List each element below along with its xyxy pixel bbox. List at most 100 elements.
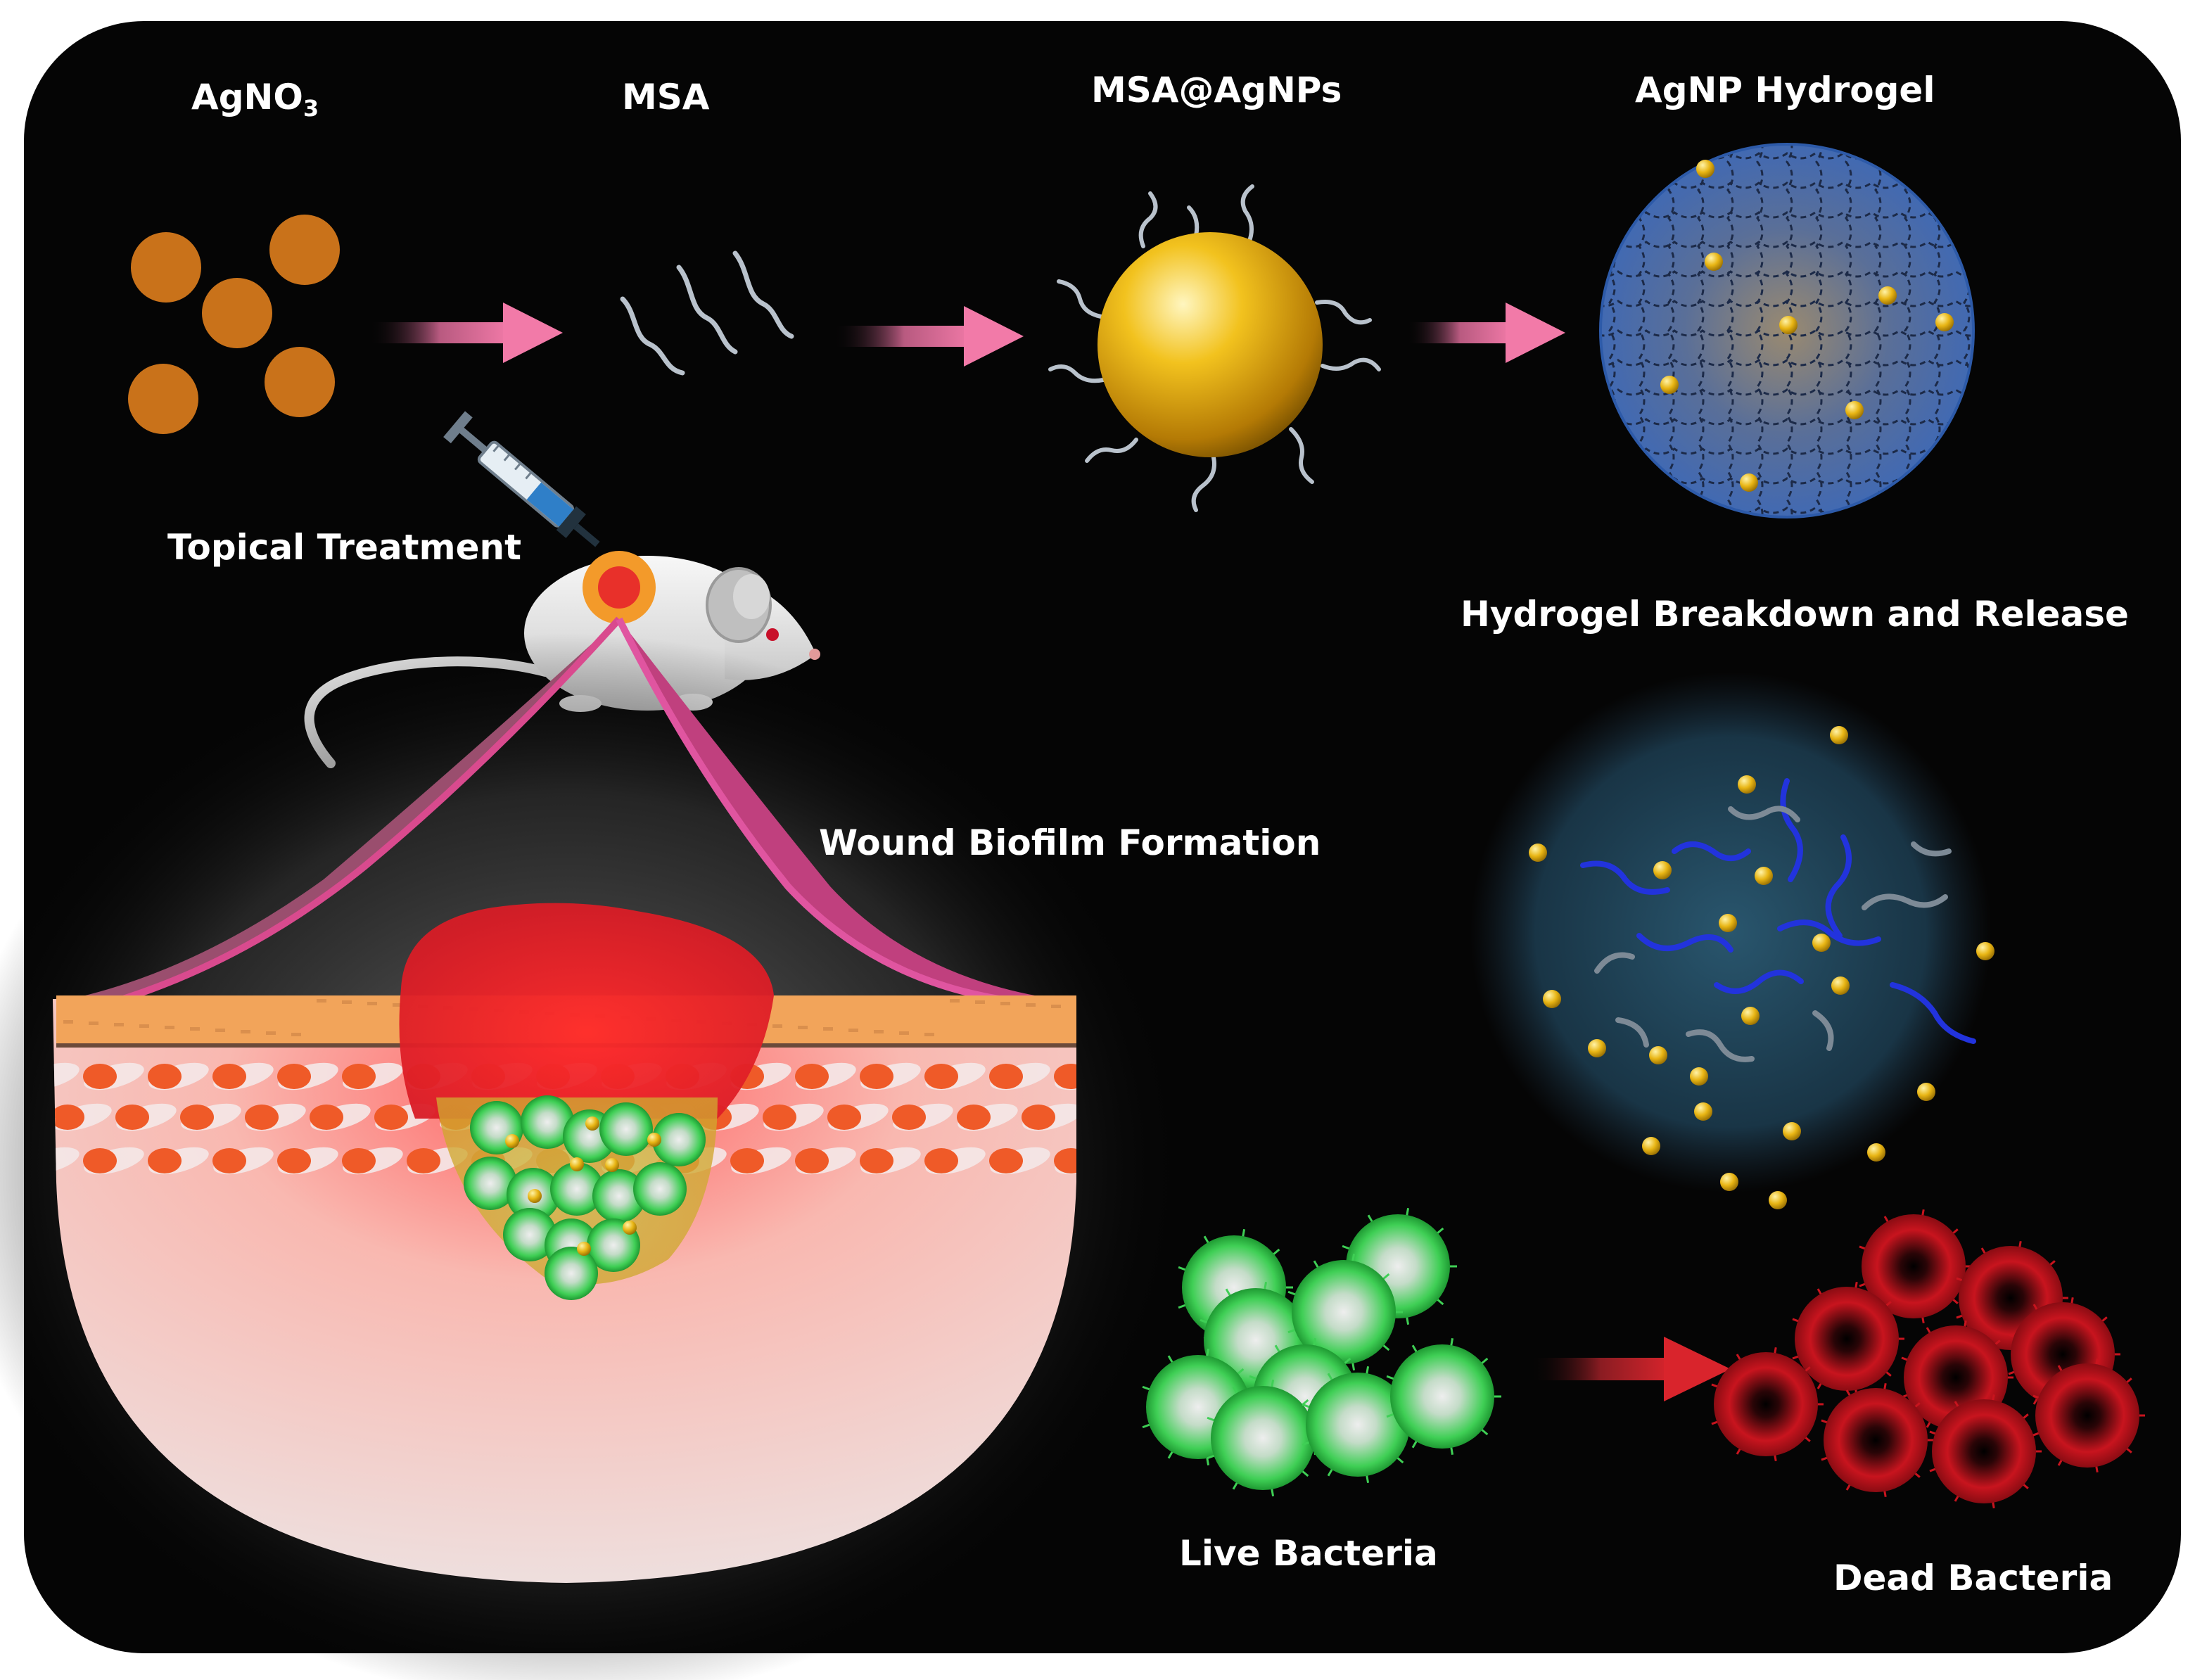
pilus	[1178, 1266, 1187, 1271]
epidermis-texture	[874, 1030, 884, 1033]
epidermis-texture	[114, 1023, 124, 1026]
released-nanoparticle	[1690, 1067, 1708, 1086]
polymer-fiber	[1594, 952, 1635, 974]
polymer-fiber	[1580, 860, 1670, 895]
dermis-cell	[115, 1105, 149, 1130]
epidermis-texture	[1026, 1003, 1036, 1007]
bacterium-body	[1824, 1388, 1928, 1492]
pilus	[1342, 1245, 1351, 1250]
epidermis-texture	[798, 1026, 808, 1029]
pilus	[1327, 1468, 1334, 1477]
silver-nanoparticle	[623, 1221, 637, 1235]
live-bacteria-icon	[1142, 1208, 1501, 1496]
epidermis-texture	[393, 1003, 402, 1007]
dermis-cell	[310, 1105, 343, 1130]
bacterium-body	[1390, 1344, 1494, 1449]
epidermis-texture	[1051, 1005, 1061, 1008]
mesh-strand	[1756, 144, 1764, 517]
released-nanoparticle	[1867, 1143, 1885, 1162]
bacterium-body	[1211, 1386, 1315, 1490]
dead-bacterium	[1821, 1382, 1933, 1498]
pilus	[1313, 1260, 1320, 1269]
pilus	[1411, 1344, 1418, 1354]
biofilm-bacterium	[464, 1157, 517, 1210]
syringe-icon	[443, 411, 600, 547]
silver-nanoparticle	[647, 1133, 661, 1147]
polymer-fiber	[1862, 893, 1948, 910]
epidermis-texture	[190, 1027, 200, 1031]
silver-nanoparticle	[1660, 376, 1679, 394]
dead-bacterium	[1929, 1394, 2042, 1509]
dead-bacterium	[2032, 1358, 2145, 1473]
biofilm-bacterium	[521, 1095, 574, 1149]
dermis-cell	[860, 1148, 893, 1173]
epidermis-texture	[317, 999, 326, 1003]
label-agno3: AgNO3	[191, 79, 319, 120]
silver-nanoparticle	[1779, 316, 1798, 334]
dermis-cell	[180, 1105, 214, 1130]
label-msa-agnps: MSA@AgNPs	[1091, 70, 1342, 110]
epidermis-texture	[924, 1033, 934, 1036]
released-nanoparticle	[1543, 990, 1561, 1008]
bacterium-body	[1862, 1214, 1966, 1318]
epidermis-texture	[975, 1000, 985, 1004]
flow-arrow-icon	[369, 303, 563, 363]
epidermis-texture	[899, 1031, 909, 1035]
polymer-fiber	[1812, 1010, 1834, 1051]
biofilm-bacterium	[633, 1162, 687, 1216]
pilus	[1207, 1416, 1216, 1422]
released-nanoparticle	[1976, 942, 1994, 960]
zoom-ribbons	[70, 616, 1055, 1003]
silver-nanoparticle	[1705, 253, 1723, 271]
bacterium-body	[1795, 1287, 1899, 1391]
dermis-cell	[1022, 1105, 1055, 1130]
released-nanoparticle	[1649, 1046, 1667, 1064]
mesh-strand	[1601, 359, 1973, 367]
dermis-cell	[277, 1064, 311, 1089]
pilus	[1178, 1304, 1187, 1309]
pilus	[1142, 1385, 1151, 1391]
polymer-fiber	[1686, 1029, 1755, 1062]
mesh-strand	[1601, 241, 1973, 248]
pilus	[1142, 1423, 1151, 1429]
pilus	[1287, 1328, 1297, 1334]
polymer-fiber	[1672, 841, 1751, 861]
epidermis-texture	[848, 1029, 858, 1032]
dermis-fiber	[53, 1147, 79, 1175]
dermis-cell	[795, 1064, 829, 1089]
dermis-cell	[245, 1105, 279, 1130]
biofilm-bacterium	[503, 1208, 556, 1261]
epidermis-texture	[241, 1030, 250, 1033]
dermis-cell	[212, 1064, 246, 1089]
silver-nanoparticle	[1696, 160, 1714, 178]
silver-nanoparticle	[528, 1189, 542, 1203]
pilus	[1232, 1481, 1239, 1490]
released-nanoparticle	[1755, 867, 1773, 885]
polymer-fiber	[1825, 834, 1852, 938]
released-nanoparticle	[1529, 844, 1547, 862]
biofilm-bacterium	[592, 1169, 646, 1223]
released-nanoparticle	[1783, 1122, 1801, 1140]
label-agno3-subscript: 3	[303, 95, 319, 122]
epidermis-texture	[291, 1033, 301, 1036]
pilus	[1207, 1454, 1216, 1460]
dermis-cell	[212, 1148, 246, 1173]
dead-bacterium	[1711, 1347, 1824, 1462]
epidermis-texture	[342, 1000, 352, 1004]
pilus	[1287, 1290, 1297, 1296]
pilus	[1225, 1288, 1232, 1297]
epidermis-texture	[266, 1031, 276, 1035]
pilus	[1167, 1355, 1174, 1364]
dermis-cell	[407, 1148, 440, 1173]
polymer-fiber	[1780, 778, 1803, 882]
dead-bacterium	[1792, 1281, 1904, 1396]
agno3-particles-icon	[128, 215, 340, 434]
pilus	[1386, 1375, 1395, 1380]
polymer-fiber	[1890, 982, 1976, 1044]
polymer-fiber	[1615, 1017, 1649, 1048]
epidermis-texture	[1000, 1002, 1010, 1005]
biofilm-bacterium	[545, 1247, 598, 1300]
polymer-fiber	[1777, 919, 1881, 946]
pilus	[1232, 1386, 1239, 1395]
mesh-strand	[1845, 144, 1852, 517]
